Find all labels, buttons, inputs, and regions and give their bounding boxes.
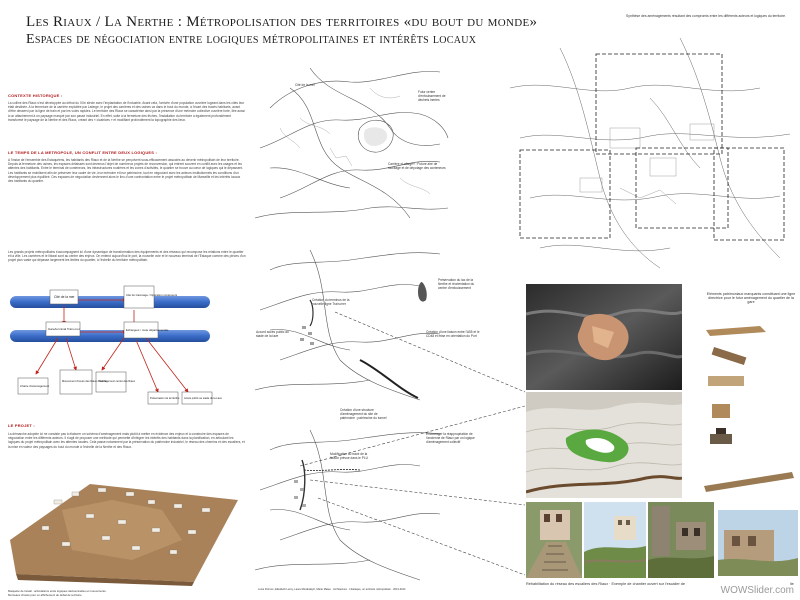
projects-paragraph: Les grands projets métropolitains s'acco… xyxy=(8,250,246,263)
site-map-proposal xyxy=(254,249,441,401)
bottom-caption: Réhabilitation du réseau des escaliers d… xyxy=(526,582,686,586)
actors-diagram: Cité de la mer Cité du Carénage / Opérat… xyxy=(10,285,222,405)
map3-label-3: Modification du tracé de la liaison prév… xyxy=(330,452,368,460)
working-model-photo xyxy=(2,470,252,588)
photo-ruins xyxy=(648,502,714,578)
site-map-negotiation xyxy=(254,429,441,581)
model-caption-1: Maquette de travail : articulations entr… xyxy=(8,589,107,593)
time-heading: LE TEMPS DE LA METROPOLE, UN CONFLIT ENT… xyxy=(8,150,158,155)
synthesis-plan xyxy=(509,37,791,269)
map3-label-2: Encourager la réappropriation de l'ancie… xyxy=(426,432,475,444)
watermark: WOWSlider.com xyxy=(720,585,794,596)
aerial-photo-3d xyxy=(526,284,682,390)
poster-title-line-2: Espaces de négociation entre logiques mé… xyxy=(26,32,477,47)
diagram-box-6: Mouvement d'usure des Riaux / Nerthe xyxy=(62,379,107,383)
diagram-box-8: Préservation de la Nerthe xyxy=(150,396,180,400)
model-caption-2: Morceaux choisis pour un affichement du … xyxy=(8,593,82,597)
map1-label-2: Futur centre d'enfouissement de déchets … xyxy=(418,90,446,102)
bottom-caption-end: lie xyxy=(790,582,794,586)
map2-label-4: Création d'une liaison entre l'A55 et le… xyxy=(426,330,480,338)
map3-label-1: Création d'une structure d'aménagement d… xyxy=(340,408,387,420)
context-heading: CONTEXTE HISTORIQUE : xyxy=(8,93,63,98)
photo-stairs xyxy=(526,502,582,578)
heritage-caption: Eléments patrimoniaux marquants constitu… xyxy=(706,292,796,305)
map2-label-2: Création du terminus de la nouvelle lign… xyxy=(312,298,350,306)
diagram-box-5: Charte d'aménagement xyxy=(20,384,49,388)
photo-village xyxy=(584,502,646,578)
diagram-box-4: Echangeur / route départementale xyxy=(126,328,169,332)
diagram-box-1: Cité de la mer xyxy=(54,295,75,299)
map2-label-1: Préservation du lac de la Nerthe et réor… xyxy=(438,278,475,290)
diagram-box-2: Cité du Carénage / Opération conteneurs xyxy=(126,293,178,297)
map1-label-1: Cité de la mer xyxy=(295,83,315,87)
map2-label-3: Accord accès public au stade de la lave xyxy=(256,330,289,338)
poster-title-line-1: Les Riaux / La Nerthe : Métropolisation … xyxy=(26,14,538,30)
diagram-box-9: Accès public au stade de la Lave xyxy=(184,396,222,400)
diagram-box-7: Aménagement centre des Riaux xyxy=(98,379,136,383)
project-paragraph: La démarche adoptée ici ne consiste pas … xyxy=(8,432,245,449)
synthesis-caption: Synthèse des aménagements résultant des … xyxy=(626,14,786,18)
context-paragraph: La colline des Riaux s'est développée au… xyxy=(8,101,245,122)
poster-credits: Lucie Poirson, Elisabeth Leroy, Laure Mo… xyxy=(258,588,406,591)
heritage-elements-strip xyxy=(704,326,794,492)
project-heading: LE PROJET : xyxy=(8,423,35,428)
model-3d-render xyxy=(526,392,682,498)
diagram-box-3: Gare/terminal Train-mer xyxy=(48,327,80,331)
time-paragraph: A l'instar de l'ensemble des Estaquéens,… xyxy=(8,158,244,184)
photo-wall xyxy=(718,510,798,576)
map1-label-3: Carrière «Lafarge» : Future aire de stoc… xyxy=(388,162,446,170)
site-map-current xyxy=(254,67,449,219)
